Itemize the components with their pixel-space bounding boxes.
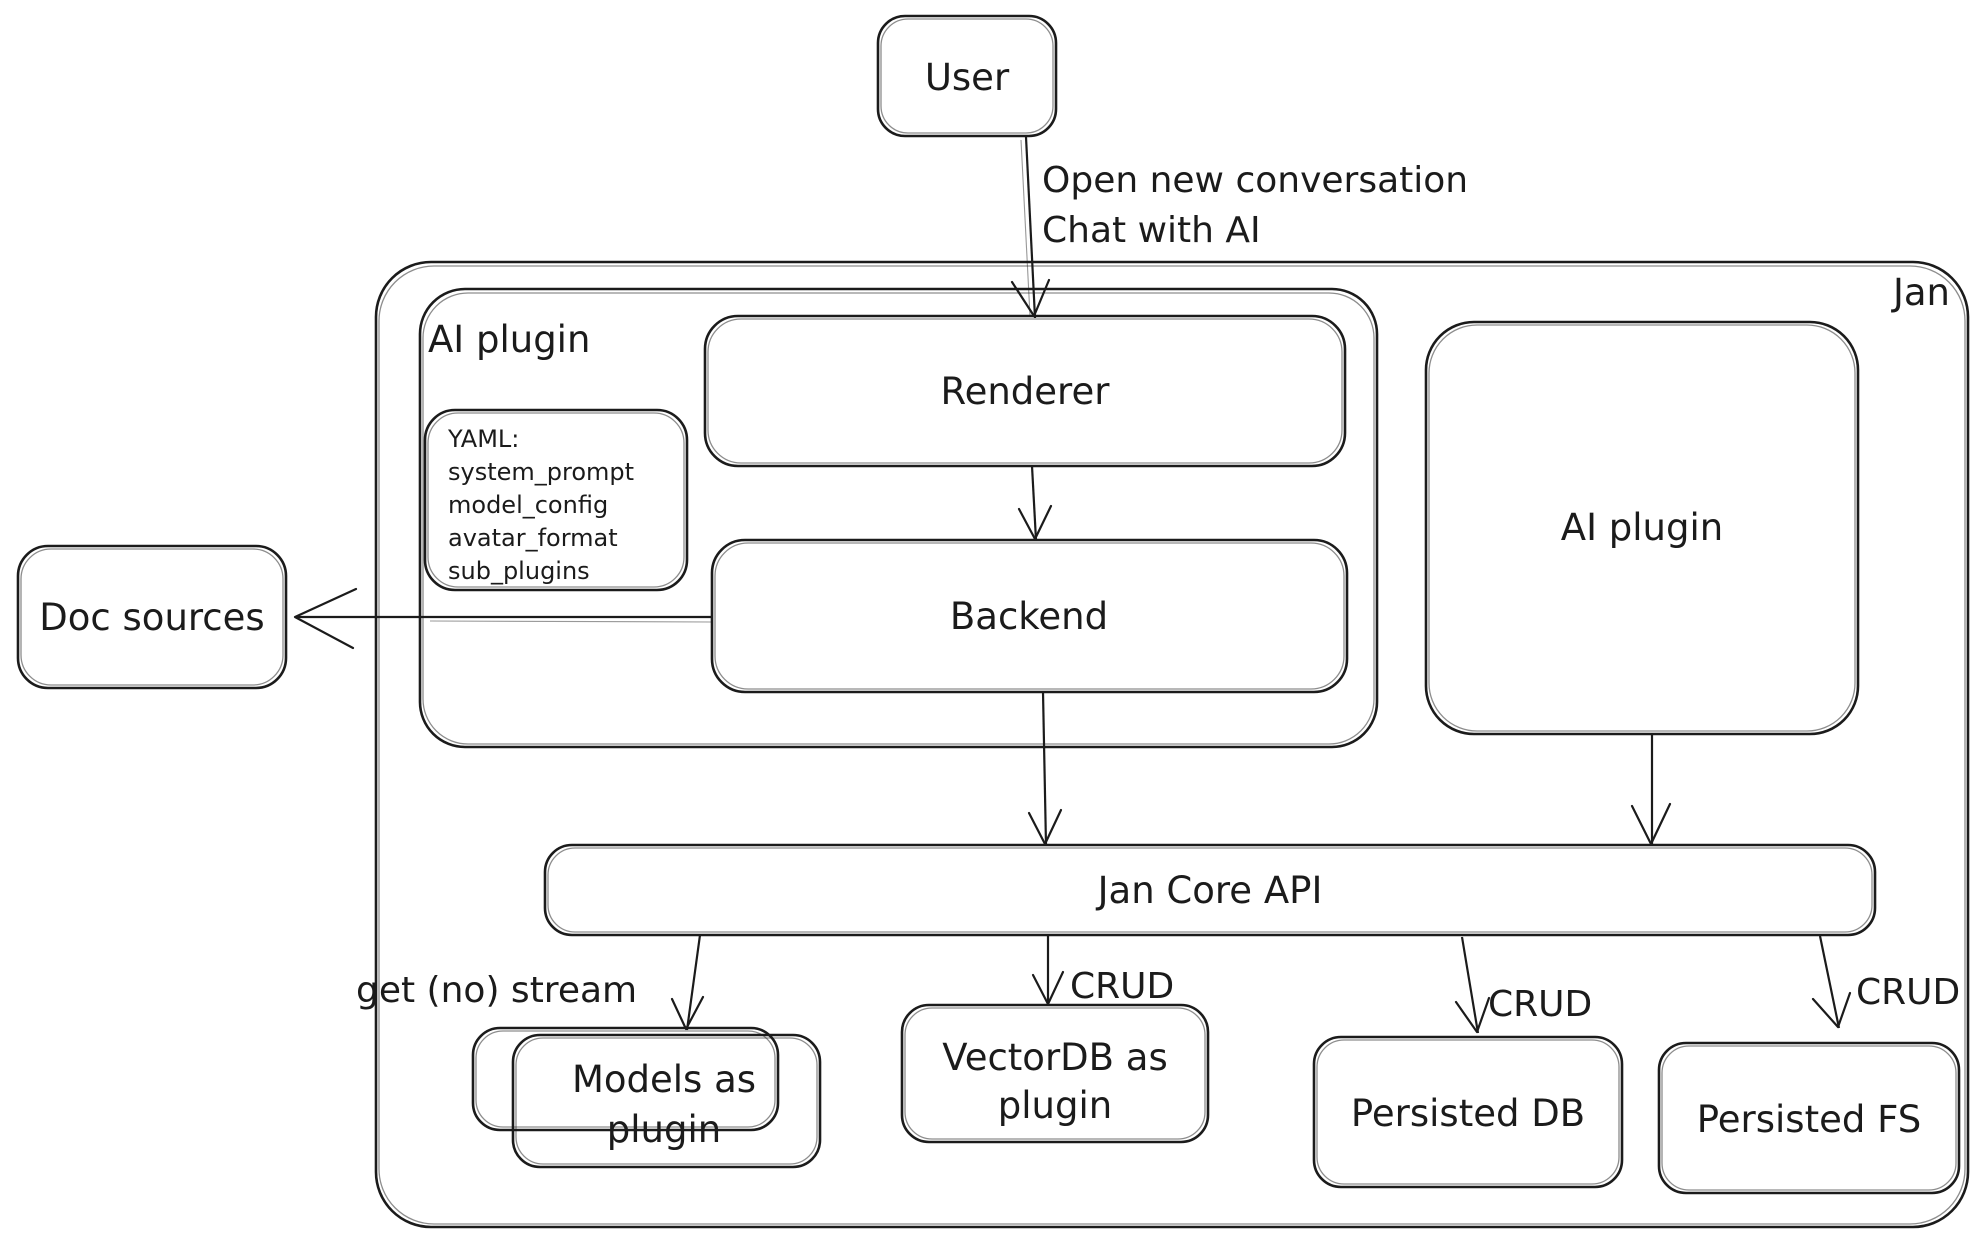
models-plugin-label-line1: Models as [572, 1058, 756, 1101]
yaml-note-line: avatar_format [448, 524, 618, 552]
models-plugin-front-box [511, 1033, 822, 1169]
edge-renderer-backend-line [1030, 465, 1038, 541]
models-plugin-label-line2: plugin [607, 1108, 721, 1151]
renderer-node: Renderer [703, 314, 1347, 468]
user-node: User [876, 14, 1058, 138]
backend-box-echo [714, 542, 1345, 690]
edge-label-crud-persisted-fs: CRUD [1856, 972, 1960, 1013]
ai-plugin-right-box [1424, 320, 1860, 736]
edge-label-open-new-conversation: Open new conversation [1042, 160, 1468, 201]
renderer-label: Renderer [941, 370, 1111, 413]
edge-user-renderer: Open new conversation Chat with AI [1010, 136, 1468, 319]
ai-plugin-right-box-echo [1428, 324, 1856, 732]
doc-sources-box [16, 544, 288, 690]
edge-jancore-vectordb: CRUD [1031, 935, 1174, 1007]
arrowhead-ai-plugin-right-jancore [1630, 802, 1672, 846]
persisted-db-box [1312, 1035, 1624, 1189]
models-plugin-node: Models as plugin [471, 1026, 822, 1169]
doc-sources-box-echo [20, 548, 284, 686]
vectordb-plugin-box [900, 1003, 1210, 1144]
edge-jancore-persisted-db: CRUD [1454, 936, 1592, 1034]
user-box-echo [880, 18, 1054, 134]
ai-plugin-left-label: AI plugin [428, 318, 590, 361]
yaml-note-box [423, 408, 689, 592]
yaml-note-line: YAML: [447, 425, 519, 453]
jan-core-api-box [543, 843, 1877, 937]
edge-backend-doc-sources [293, 587, 713, 650]
jan-core-api-node: Jan Core API [543, 843, 1877, 937]
persisted-fs-node: Persisted FS [1657, 1041, 1961, 1195]
edge-backend-jancore [1027, 691, 1063, 846]
edge-label-get-no-stream: get (no) stream [356, 970, 637, 1011]
jan-core-api-box-echo [547, 847, 1873, 933]
user-label: User [925, 56, 1010, 99]
arrowhead-jancore-models [670, 995, 705, 1031]
edge-backend-jancore-line [1041, 691, 1048, 846]
arrowhead-user-renderer [1010, 278, 1051, 318]
vectordb-plugin-node: VectorDB as plugin [900, 1003, 1210, 1144]
edge-user-renderer-line-echo [1020, 139, 1031, 317]
ai-plugin-left-box-echo [422, 292, 1375, 745]
renderer-box [703, 314, 1347, 468]
user-box [876, 14, 1058, 138]
backend-label: Backend [950, 595, 1108, 638]
arrowhead-jancore-vectordb [1031, 970, 1065, 1006]
models-plugin-front-box-echo [515, 1037, 818, 1165]
yaml-note-line: model_config [448, 491, 608, 519]
persisted-fs-box [1657, 1041, 1961, 1195]
models-plugin-back-box-echo [475, 1030, 776, 1128]
vectordb-plugin-box-echo [904, 1007, 1206, 1140]
backend-node: Backend [710, 538, 1349, 694]
edge-renderer-backend [1017, 465, 1053, 541]
yaml-note-line: system_prompt [448, 458, 634, 486]
edge-user-renderer-line [1024, 136, 1037, 319]
persisted-db-box-echo [1316, 1039, 1620, 1185]
arrowhead-backend-jancore [1027, 808, 1063, 846]
persisted-db-node: Persisted DB [1312, 1035, 1624, 1189]
edge-jancore-persisted-fs: CRUD [1811, 935, 1960, 1029]
jan-container-label: Jan [1891, 271, 1950, 314]
vectordb-plugin-label-line2: plugin [998, 1084, 1112, 1127]
jan-core-api-label: Jan Core API [1096, 869, 1323, 912]
yaml-note-box-echo [427, 412, 685, 588]
renderer-box-echo [707, 318, 1343, 464]
arrowhead-backend-doc-sources [293, 587, 358, 650]
edge-label-crud-vectordb: CRUD [1070, 966, 1174, 1007]
edge-backend-doc-sources-line-echo [429, 620, 713, 623]
edge-jancore-models-line [685, 934, 702, 1031]
edge-label-crud-persisted-db: CRUD [1488, 984, 1592, 1025]
yaml-note: YAML: system_prompt model_config avatar_… [423, 408, 689, 592]
arrowhead-renderer-backend [1017, 504, 1053, 541]
doc-sources-label: Doc sources [39, 596, 264, 639]
jan-container-box-echo [378, 265, 1966, 1225]
edge-ai-plugin-right-jancore [1630, 734, 1672, 846]
edge-jancore-persisted-fs-line [1818, 935, 1841, 1029]
ai-plugin-right-node: AI plugin [1424, 320, 1860, 736]
doc-sources-node: Doc sources [16, 544, 288, 690]
models-plugin-back-box [471, 1026, 780, 1132]
edge-jancore-persisted-db-line [1460, 936, 1480, 1034]
persisted-fs-label: Persisted FS [1697, 1098, 1921, 1141]
persisted-db-label: Persisted DB [1351, 1092, 1585, 1135]
vectordb-plugin-label-line1: VectorDB as [942, 1036, 1168, 1079]
edge-label-chat-with-ai: Chat with AI [1042, 210, 1261, 251]
edge-jancore-models: get (no) stream [356, 934, 705, 1031]
ai-plugin-right-label: AI plugin [1561, 506, 1723, 549]
arrowhead-jancore-persisted-fs [1811, 991, 1852, 1029]
persisted-fs-box-echo [1661, 1045, 1957, 1191]
arrowhead-jancore-persisted-db [1454, 996, 1491, 1034]
yaml-note-line: sub_plugins [448, 557, 590, 585]
